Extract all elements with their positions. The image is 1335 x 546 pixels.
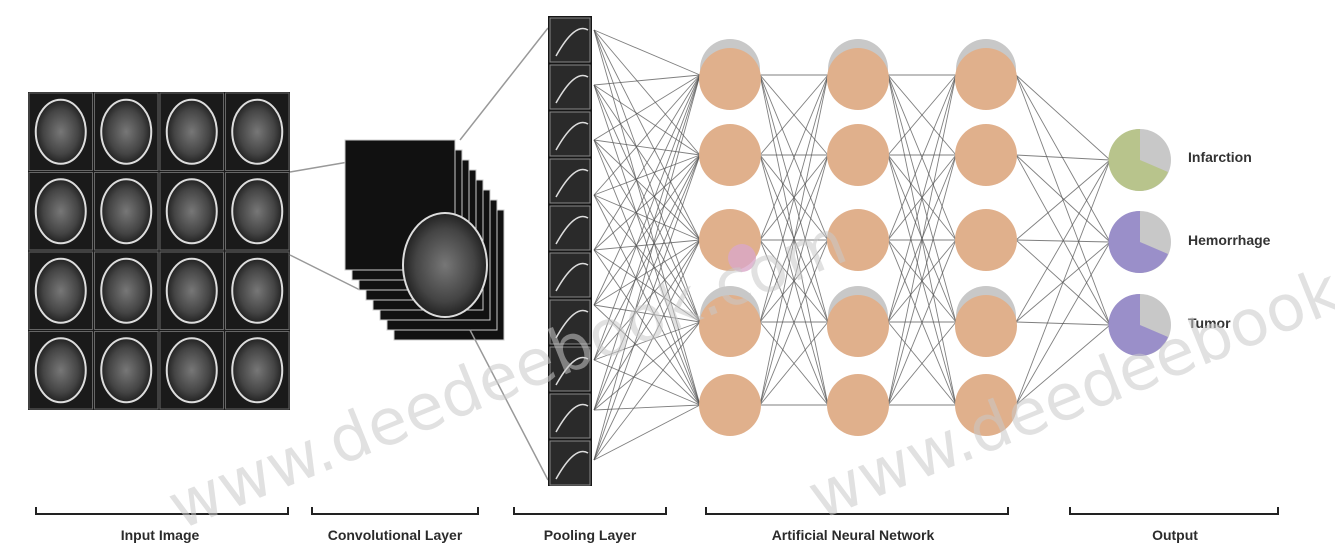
stage-bracket: [514, 507, 666, 514]
neuron-body: [827, 295, 889, 357]
input-image-grid: [28, 92, 290, 410]
neuron-body: [699, 124, 761, 186]
connection-line: [1016, 155, 1110, 242]
neuron-body: [955, 48, 1017, 110]
neuron-body: [955, 209, 1017, 271]
neuron-body: [827, 124, 889, 186]
connection-line: [1016, 75, 1110, 242]
neuron: [699, 374, 761, 436]
connection-line: [594, 405, 700, 410]
connection-line: [594, 75, 700, 85]
brain-scan: [101, 179, 151, 243]
output-node: [1108, 211, 1171, 273]
neuron: [955, 286, 1017, 357]
stage-label-ann: Artificial Neural Network: [772, 527, 935, 543]
neuron: [699, 39, 761, 110]
pooling-layer-strip: [548, 16, 592, 486]
connection-line: [594, 30, 700, 75]
brain-scan: [36, 100, 86, 164]
neuron-body: [699, 48, 761, 110]
neuron-body: [955, 295, 1017, 357]
brain-scan: [101, 100, 151, 164]
output-node: [1108, 129, 1171, 191]
neuron: [699, 124, 761, 186]
neuron: [955, 124, 1017, 186]
brain-scan: [101, 259, 151, 323]
connection-line: [594, 75, 700, 250]
neuron: [955, 39, 1017, 110]
brain-scan: [36, 259, 86, 323]
neuron: [827, 374, 889, 436]
neuron-body: [827, 374, 889, 436]
stage-label-conv: Convolutional Layer: [328, 527, 463, 543]
brain-scan: [167, 259, 217, 323]
brain-scan: [232, 100, 282, 164]
brain-scan: [167, 338, 217, 402]
neuron: [827, 286, 889, 357]
brain-scan: [232, 338, 282, 402]
neuron-body: [955, 124, 1017, 186]
stage-bracket: [1070, 507, 1278, 514]
brain-scan: [167, 179, 217, 243]
connection-line: [594, 140, 700, 155]
feature-map-brain: [403, 213, 487, 317]
neuron-body: [827, 48, 889, 110]
neuron: [827, 124, 889, 186]
brain-scan: [167, 100, 217, 164]
brain-scan: [232, 259, 282, 323]
brain-scan: [36, 338, 86, 402]
neuron: [955, 209, 1017, 271]
neuron: [827, 39, 889, 110]
connection-line: [594, 155, 700, 250]
connection-line: [1016, 75, 1110, 160]
output-label-hemorrhage: Hemorrhage: [1188, 232, 1271, 248]
connection-line: [1016, 160, 1110, 322]
convolutional-layer-stack: [345, 140, 504, 340]
stage-label-output: Output: [1152, 527, 1198, 543]
brain-scan: [36, 179, 86, 243]
neuron-body: [699, 374, 761, 436]
output-label-infarction: Infarction: [1188, 149, 1252, 165]
connection-line: [1016, 160, 1110, 240]
brain-scan: [101, 338, 151, 402]
brain-scan: [232, 179, 282, 243]
stage-label-pool: Pooling Layer: [544, 527, 637, 543]
stage-bracket: [312, 507, 478, 514]
